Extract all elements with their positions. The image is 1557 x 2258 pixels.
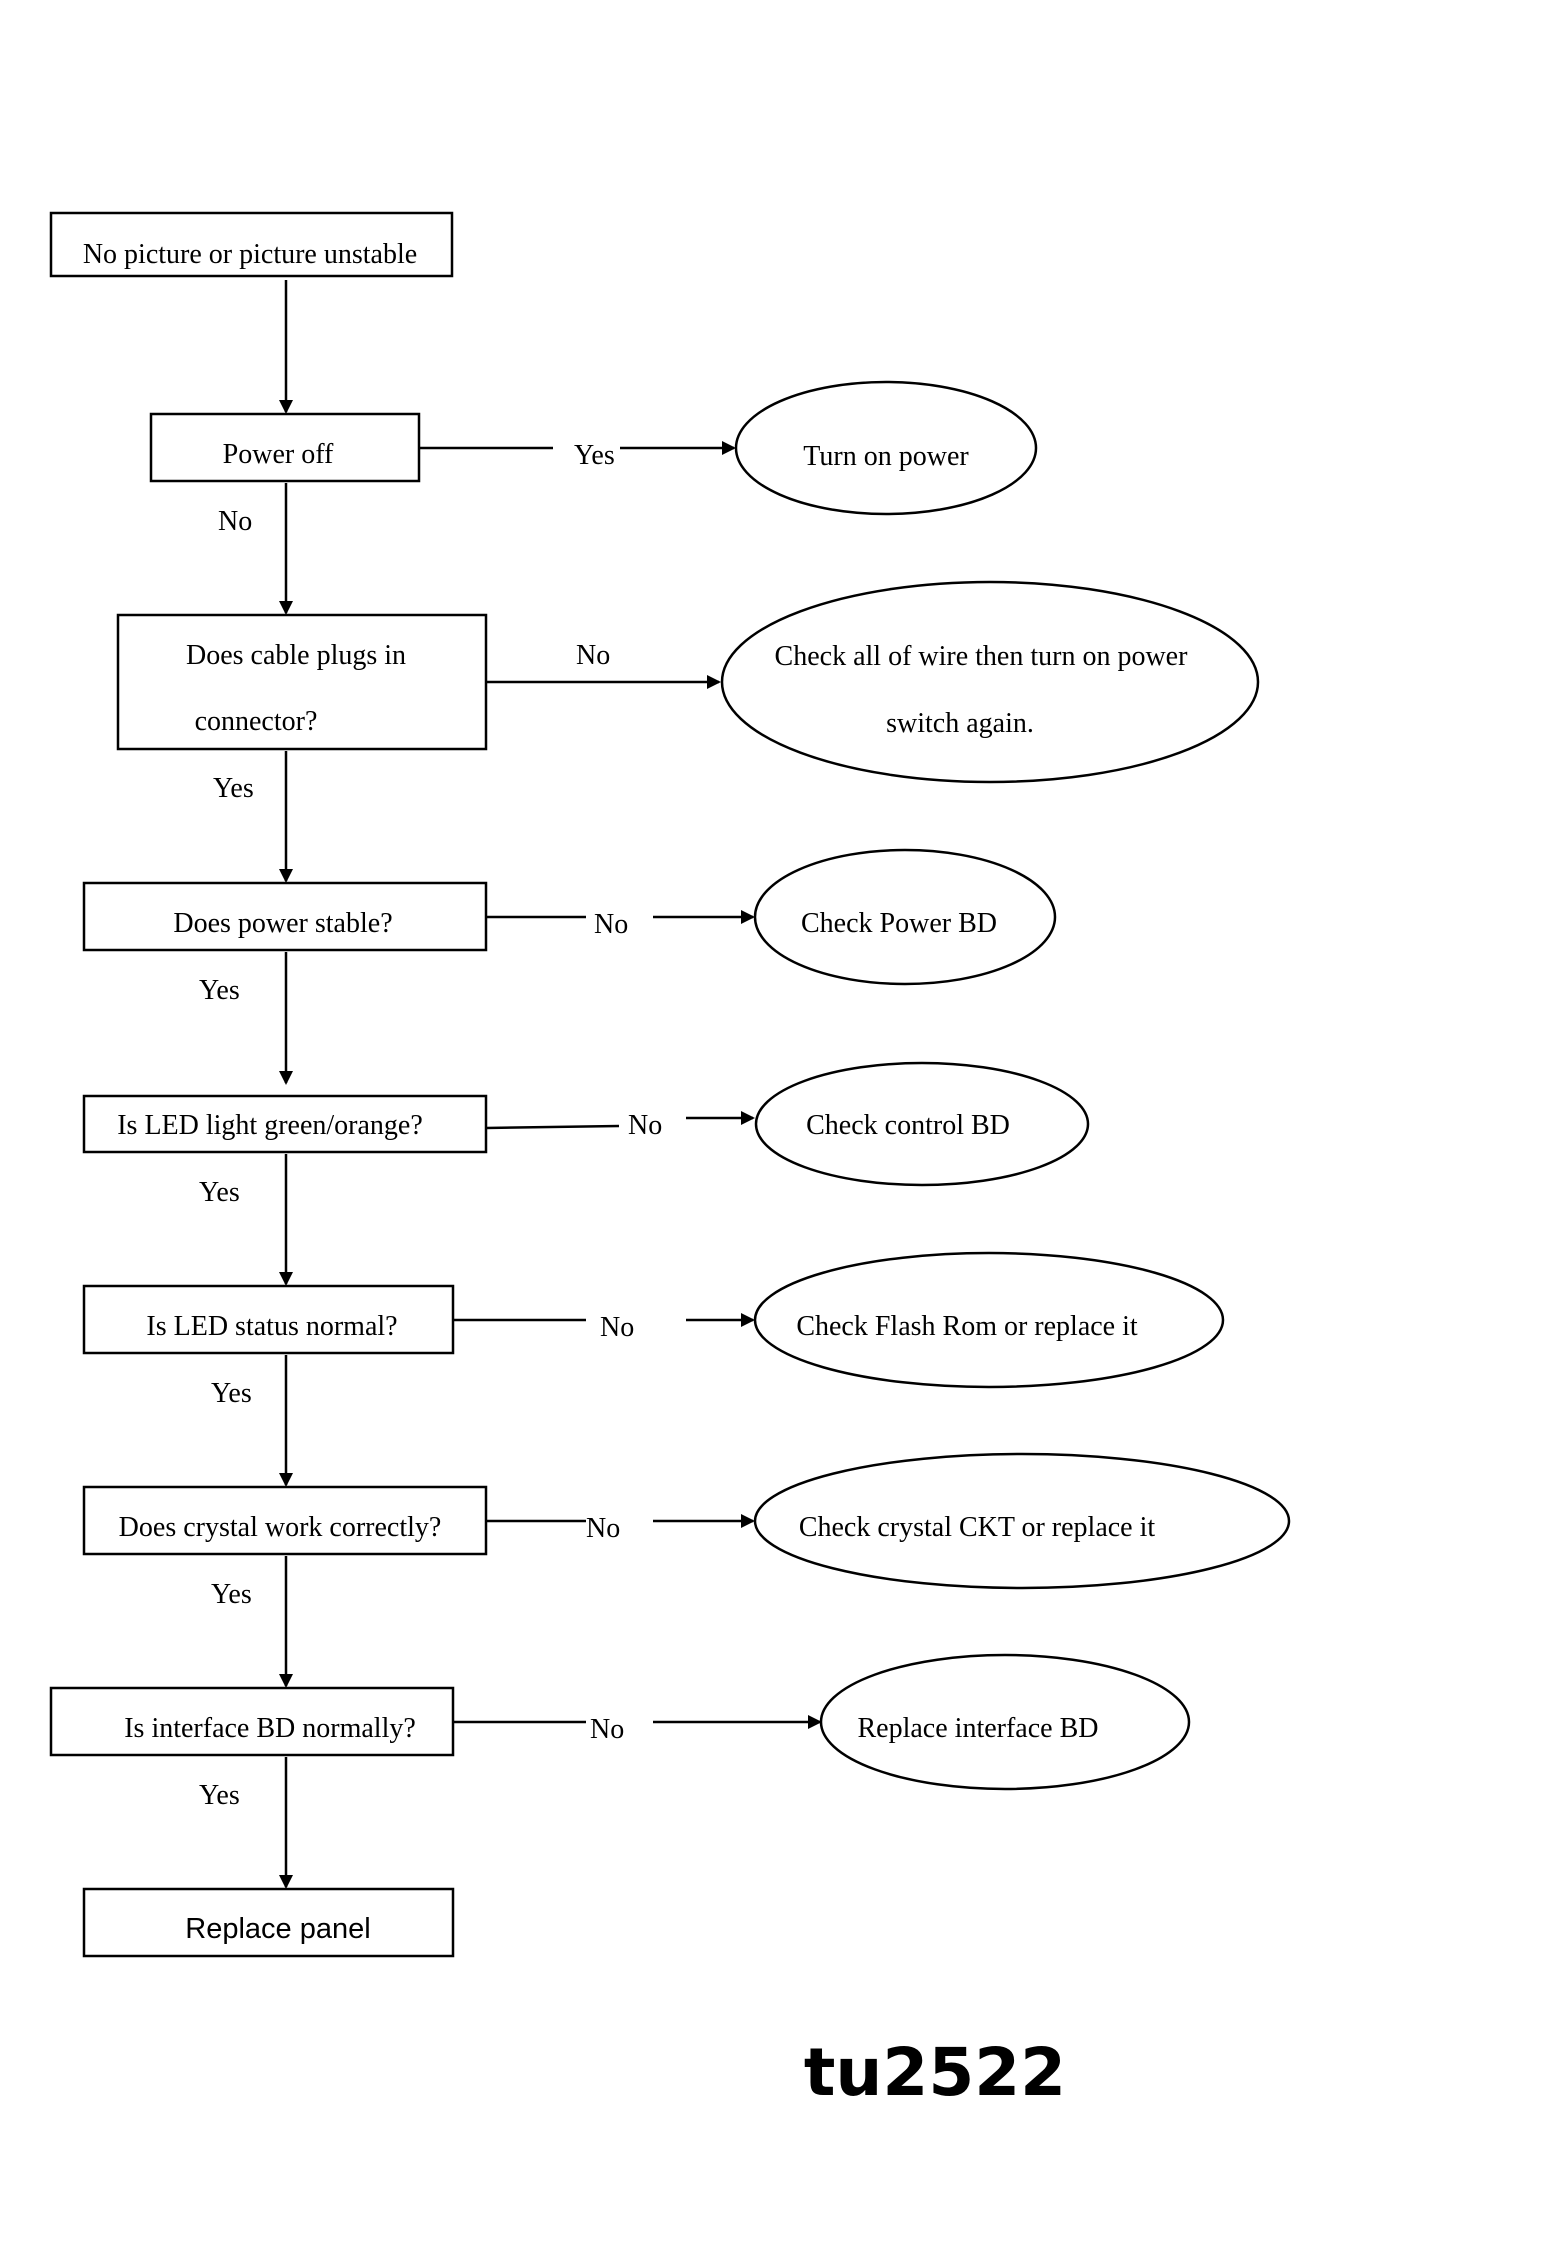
check-crystal-ckt-label: Check crystal CKT or replace it: [799, 1512, 1156, 1543]
label-yes-crystal: Yes: [211, 1579, 252, 1610]
replace-panel-label: Replace panel: [185, 1913, 370, 1945]
crystal-box: Does crystal work correctly?: [82, 1485, 488, 1556]
cable-box: Does cable plugs in connector?: [116, 613, 488, 751]
branch-led-light-line-a: [485, 1124, 620, 1130]
check-control-bd-label: Check control BD: [806, 1110, 1010, 1141]
led-light-box: Is LED light green/orange?: [82, 1094, 488, 1154]
led-status-label: Is LED status normal?: [146, 1311, 397, 1342]
power-stable-box: Does power stable?: [82, 881, 488, 952]
power-stable-label: Does power stable?: [173, 908, 392, 939]
label-yes-interface: Yes: [199, 1780, 240, 1811]
label-yes-power-off: Yes: [574, 440, 615, 471]
label-yes-led-status: Yes: [211, 1378, 252, 1409]
model-label: tu2522: [804, 2034, 1066, 2111]
label-yes-cable: Yes: [213, 773, 254, 804]
power-off-label: Power off: [223, 439, 334, 470]
label-no-interface: No: [590, 1714, 624, 1745]
turn-on-power-label: Turn on power: [803, 441, 969, 472]
check-power-bd-ellipse: Check Power BD: [753, 848, 1057, 986]
replace-interface-bd-ellipse: Replace interface BD: [819, 1653, 1191, 1791]
horizontal-connectors: [419, 441, 822, 1729]
crystal-label: Does crystal work correctly?: [119, 1512, 442, 1543]
label-no-power-stable: No: [594, 909, 628, 940]
led-status-box: Is LED status normal?: [82, 1284, 455, 1355]
start-box: No picture or picture unstable: [49, 211, 454, 278]
check-flash-rom-label: Check Flash Rom or replace it: [796, 1311, 1138, 1342]
label-no-led-light: No: [628, 1110, 662, 1141]
start-label: No picture or picture unstable: [83, 239, 417, 270]
turn-on-power-ellipse: Turn on power: [734, 380, 1038, 516]
check-crystal-ckt-ellipse: Check crystal CKT or replace it: [753, 1452, 1291, 1590]
check-control-bd-ellipse: Check control BD: [754, 1061, 1090, 1187]
check-flash-rom-ellipse: Check Flash Rom or replace it: [753, 1251, 1225, 1389]
led-light-label: Is LED light green/orange?: [117, 1110, 423, 1141]
flow-labels: Yes No No Yes No Yes No Yes No Yes No Ye…: [199, 440, 662, 1811]
cable-label-line1: Does cable plugs in: [186, 640, 406, 671]
label-yes-power-stable: Yes: [199, 975, 240, 1006]
power-off-box: Power off: [149, 412, 421, 483]
check-wire-label-line1: Check all of wire then turn on power: [775, 641, 1189, 672]
check-power-bd-label: Check Power BD: [801, 908, 997, 939]
label-no-led-status: No: [600, 1312, 634, 1343]
label-no-cable: No: [576, 640, 610, 671]
replace-interface-bd-label: Replace interface BD: [858, 1713, 1099, 1744]
label-yes-led-light: Yes: [199, 1177, 240, 1208]
label-no-crystal: No: [586, 1513, 620, 1544]
interface-label: Is interface BD normally?: [124, 1713, 416, 1744]
check-wire-label-line2: switch again.: [886, 708, 1034, 739]
label-no-power-off: No: [218, 506, 252, 537]
interface-box: Is interface BD normally?: [49, 1686, 455, 1757]
check-wire-ellipse: Check all of wire then turn on power swi…: [720, 580, 1260, 784]
cable-label-line2: connector?: [195, 706, 318, 737]
replace-panel-box: Replace panel: [82, 1887, 455, 1958]
